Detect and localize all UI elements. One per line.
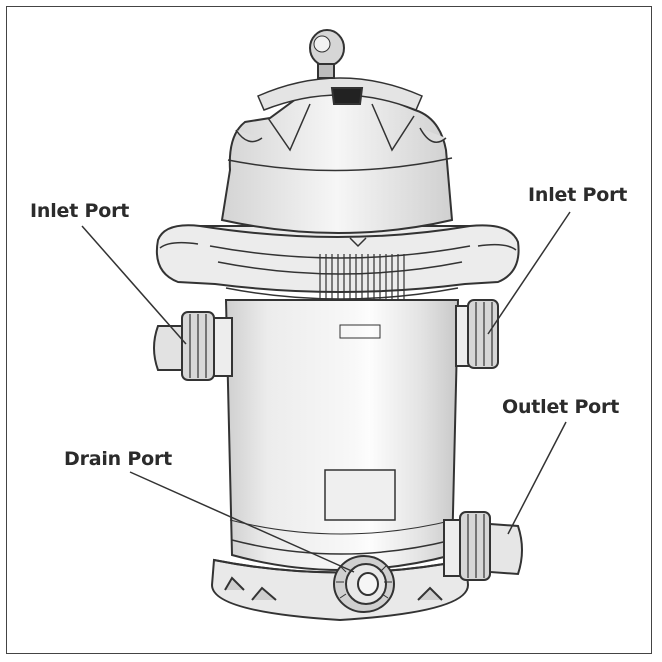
outlet-port xyxy=(443,511,523,581)
clamp-ribs xyxy=(319,254,405,300)
inlet-port-right-label: Inlet Port xyxy=(528,184,628,206)
filter-tank xyxy=(224,299,460,571)
inlet-port-left xyxy=(153,311,233,381)
leader-inlet-right xyxy=(487,211,571,335)
inlet-port-right xyxy=(455,299,499,369)
outlet-port-label: Outlet Port xyxy=(502,396,620,418)
leader-inlet-left xyxy=(81,225,187,345)
inlet-port-left-label: Inlet Port xyxy=(30,200,130,222)
leader-drain xyxy=(129,471,355,573)
air-relief-valve xyxy=(309,29,364,105)
callout-leaders xyxy=(81,211,571,573)
drain-port xyxy=(333,555,395,613)
leader-outlet xyxy=(507,421,567,535)
clamp-band xyxy=(156,224,520,300)
drain-port-label: Drain Port xyxy=(64,448,173,470)
